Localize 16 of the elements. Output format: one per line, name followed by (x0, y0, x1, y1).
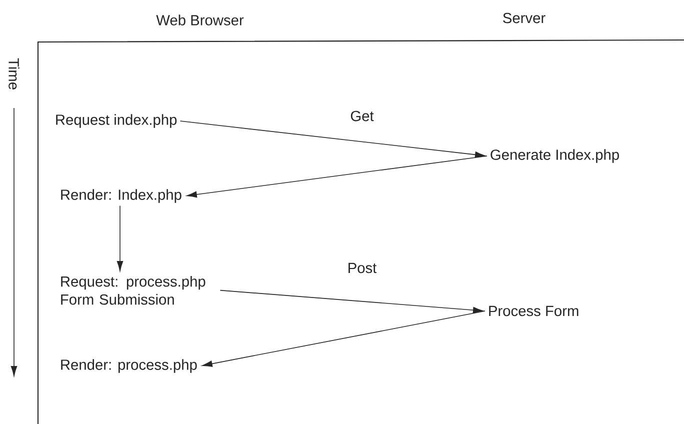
axis-label: Time (8, 58, 20, 90)
arrow (220, 290, 484, 314)
step-text: Request index.php (56, 114, 177, 128)
arrow (180, 120, 486, 158)
edge-label: Get (348, 109, 376, 123)
column-heading: Server (503, 12, 546, 24)
step-text: Render: Index.php (61, 189, 182, 203)
arrow (116, 205, 124, 272)
arrow (202, 310, 486, 367)
edge-label: Post (346, 262, 378, 274)
column-heading: Web Browser (156, 14, 244, 26)
arrow (186, 156, 488, 198)
step-text: Render: process.php (61, 359, 197, 373)
step-text: Generate Index.php (490, 149, 619, 163)
step-text: Request: process.php Form Submission (61, 276, 206, 305)
step-text: Process Form (489, 306, 578, 316)
